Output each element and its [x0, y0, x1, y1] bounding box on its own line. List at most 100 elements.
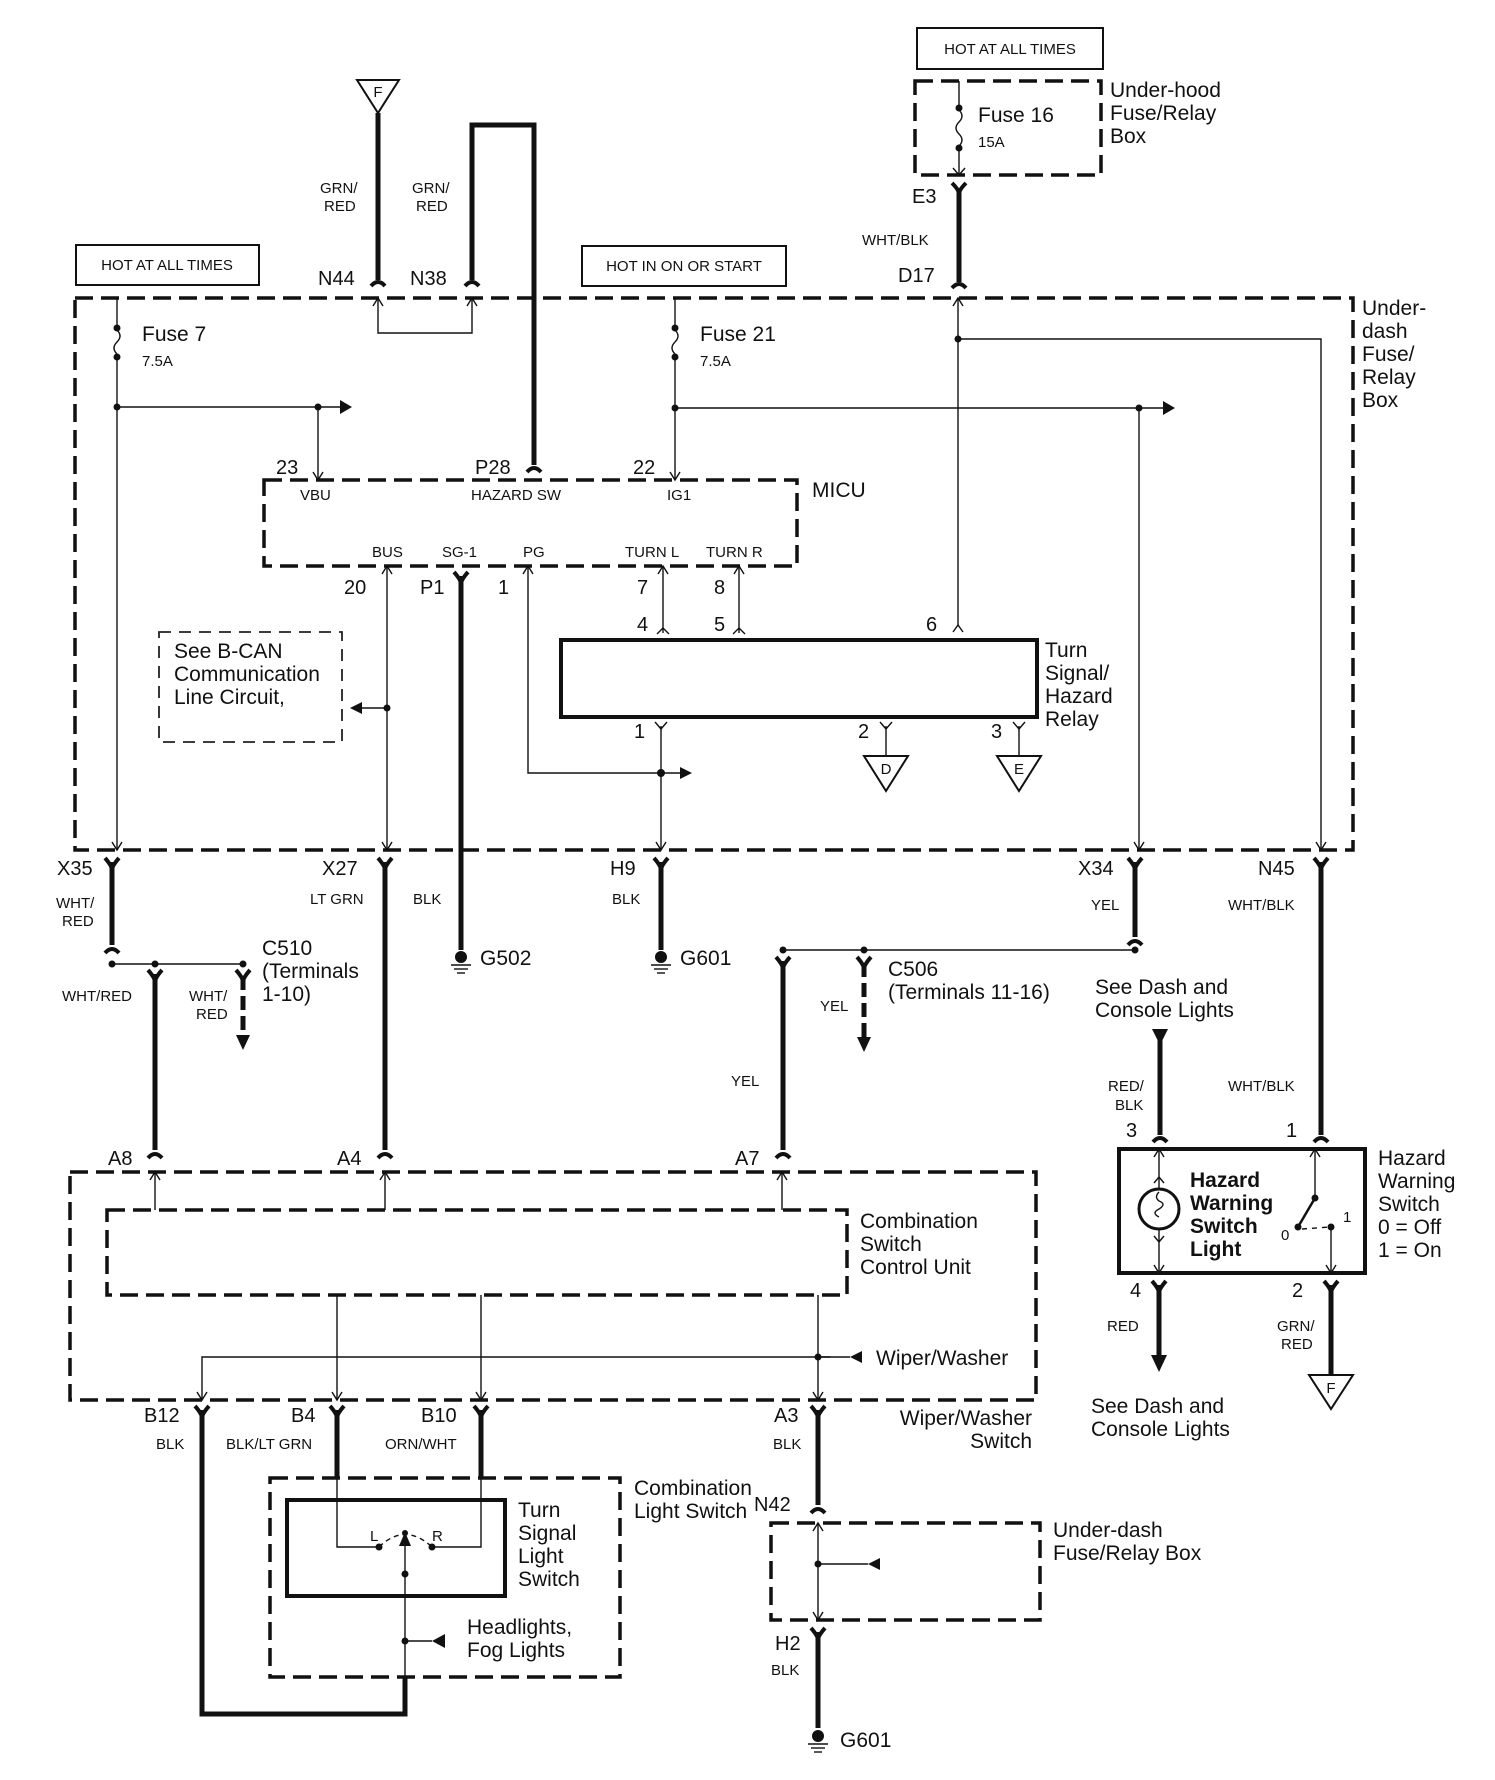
svg-text:Hazard: Hazard — [1378, 1147, 1446, 1170]
fuse-7-icon — [113, 329, 121, 355]
svg-text:Wiper/Washer: Wiper/Washer — [900, 1407, 1032, 1430]
combo-bottom-pins: B12 BLK B4 BLK/LT GRN B10 ORN/WHT A3 BLK… — [144, 1404, 1032, 1717]
svg-text:Warning: Warning — [1190, 1192, 1273, 1215]
arrow-down-icon — [1151, 1355, 1167, 1372]
svg-text:B4: B4 — [291, 1405, 315, 1427]
fuse-7-rating: 7.5A — [142, 353, 173, 370]
svg-text:1 = On: 1 = On — [1378, 1239, 1442, 1262]
svg-text:Switch: Switch — [1378, 1193, 1440, 1216]
svg-text:Switch: Switch — [518, 1568, 580, 1591]
turn-signal-light-switch: Turn Signal Light Switch L R Headlights,… — [285, 1478, 580, 1677]
wire-hazard-pin4: 4 RED See Dash and Console Lights — [1091, 1279, 1230, 1441]
svg-text:B12: B12 — [144, 1405, 180, 1427]
micu-label: MICU — [812, 479, 866, 502]
svg-text:YEL: YEL — [820, 998, 848, 1015]
svg-text:A3: A3 — [774, 1405, 798, 1427]
svg-text:3: 3 — [1126, 1120, 1137, 1142]
wire-n38-p28-loop: GRN/ RED N38 — [410, 122, 537, 465]
connector-c510: WHT/RED WHT/ RED C510 (Terminals 1-10) — [62, 937, 359, 1160]
fuse-21-circuit: Fuse 21 7.5A — [669, 298, 1175, 852]
svg-text:GRN/: GRN/ — [1277, 1318, 1315, 1335]
svg-text:H2: H2 — [775, 1633, 801, 1655]
wire-n44: F GRN/ RED N44 — [318, 79, 401, 290]
svg-text:BLK: BLK — [413, 891, 441, 908]
turn-l-wire: 7 4 — [637, 564, 670, 636]
svg-text:H9: H9 — [610, 858, 636, 880]
svg-text:ORN/WHT: ORN/WHT — [385, 1436, 457, 1453]
svg-text:Turn: Turn — [1045, 639, 1087, 662]
svg-text:Fuse/: Fuse/ — [1362, 343, 1415, 366]
svg-text:1: 1 — [634, 721, 645, 743]
svg-text:1: 1 — [498, 577, 509, 599]
svg-text:See Dash and: See Dash and — [1091, 1395, 1224, 1418]
fuse-16-label: Fuse 16 — [978, 104, 1054, 127]
pin-e3: E3 — [912, 186, 936, 208]
svg-text:X35: X35 — [57, 858, 93, 880]
wire-x35: X35 WHT/ RED — [56, 856, 121, 955]
svg-text:Line Circuit,: Line Circuit, — [174, 686, 285, 709]
svg-text:Fuse/Relay: Fuse/Relay — [1110, 102, 1217, 125]
svg-text:Signal: Signal — [518, 1522, 576, 1545]
see-dash-console-lights-top: See Dash and Console Lights RED/ BLK 3 — [1095, 976, 1234, 1144]
svg-text:WHT/BLK: WHT/BLK — [1228, 1078, 1295, 1095]
svg-text:8: 8 — [714, 577, 725, 599]
pin-n38: N38 — [410, 268, 447, 290]
fuse-21-rating: 7.5A — [700, 353, 731, 370]
svg-text:See B-CAN: See B-CAN — [174, 640, 283, 663]
svg-text:Turn: Turn — [518, 1499, 560, 1522]
svg-text:N45: N45 — [1258, 858, 1295, 880]
wire-n45: N45 WHT/BLK WHT/BLK 1 — [1228, 856, 1330, 1144]
svg-text:Light: Light — [1190, 1238, 1241, 1261]
svg-text:4: 4 — [637, 614, 648, 636]
svg-text:20: 20 — [344, 577, 366, 599]
d17-internal-circuit — [952, 296, 1327, 852]
svg-text:Switch: Switch — [1190, 1215, 1258, 1238]
svg-text:A7: A7 — [735, 1148, 759, 1170]
fuse-16-icon — [955, 109, 963, 147]
wire-hazard-pin2: F 2 GRN/ RED — [1277, 1279, 1355, 1411]
svg-text:D: D — [881, 761, 892, 778]
turn-r-wire: 8 5 — [714, 564, 746, 636]
arrow-right-icon — [1163, 401, 1175, 415]
svg-text:BUS: BUS — [372, 544, 403, 561]
svg-text:Box: Box — [1362, 389, 1399, 412]
underdash-fuse-relay-box-lower: N42 Under-dash Fuse/Relay Box — [754, 1494, 1202, 1622]
svg-text:X27: X27 — [322, 858, 358, 880]
svg-text:Under-hood: Under-hood — [1110, 79, 1221, 102]
svg-text:Wiper/Washer: Wiper/Washer — [876, 1347, 1008, 1370]
svg-text:Under-dash: Under-dash — [1053, 1519, 1163, 1542]
svg-text:BLK: BLK — [612, 891, 640, 908]
wire-x34: X34 YEL — [1078, 856, 1144, 947]
wire-h9-g601: H9 BLK G601 — [610, 856, 731, 974]
pin-d17: D17 — [898, 265, 935, 287]
svg-text:P1: P1 — [420, 577, 444, 599]
svg-text:See Dash and: See Dash and — [1095, 976, 1228, 999]
fuse-7-label: Fuse 7 — [142, 323, 206, 346]
svg-text:BLK/LT GRN: BLK/LT GRN — [226, 1436, 312, 1453]
combination-switch-outer: A8 A4 A7 — [68, 1148, 1038, 1402]
svg-text:Warning: Warning — [1378, 1170, 1455, 1193]
svg-text:VBU: VBU — [300, 487, 331, 504]
wire-e3-d17: E3 WHT/BLK D17 — [862, 181, 968, 290]
svg-text:BLK: BLK — [773, 1436, 801, 1453]
svg-text:SG-1: SG-1 — [442, 544, 477, 561]
svg-text:2: 2 — [1292, 1280, 1303, 1302]
svg-text:0: 0 — [1281, 1227, 1289, 1244]
arrow-down-icon — [857, 1037, 871, 1052]
ground-g502-icon — [451, 951, 471, 974]
svg-text:RED: RED — [1107, 1318, 1139, 1335]
svg-text:LT GRN: LT GRN — [310, 891, 364, 908]
svg-text:F: F — [1326, 1380, 1335, 1397]
svg-text:Box: Box — [1110, 125, 1147, 148]
svg-text:P28: P28 — [475, 457, 511, 479]
svg-text:Signal/: Signal/ — [1045, 662, 1109, 685]
svg-text:YEL: YEL — [1091, 897, 1119, 914]
svg-text:4: 4 — [1130, 1280, 1141, 1302]
pin-n44: N44 — [318, 268, 355, 290]
underhood-fuse-relay-box: Fuse 16 15A Under-hood Fuse/Relay Box — [913, 79, 1221, 177]
bus-wire: 20 — [344, 564, 393, 852]
svg-text:GRN/: GRN/ — [320, 180, 358, 197]
hot-at-all-times-label-left: HOT AT ALL TIMES — [75, 244, 260, 286]
ground-g601-lower-icon — [808, 1730, 828, 1753]
